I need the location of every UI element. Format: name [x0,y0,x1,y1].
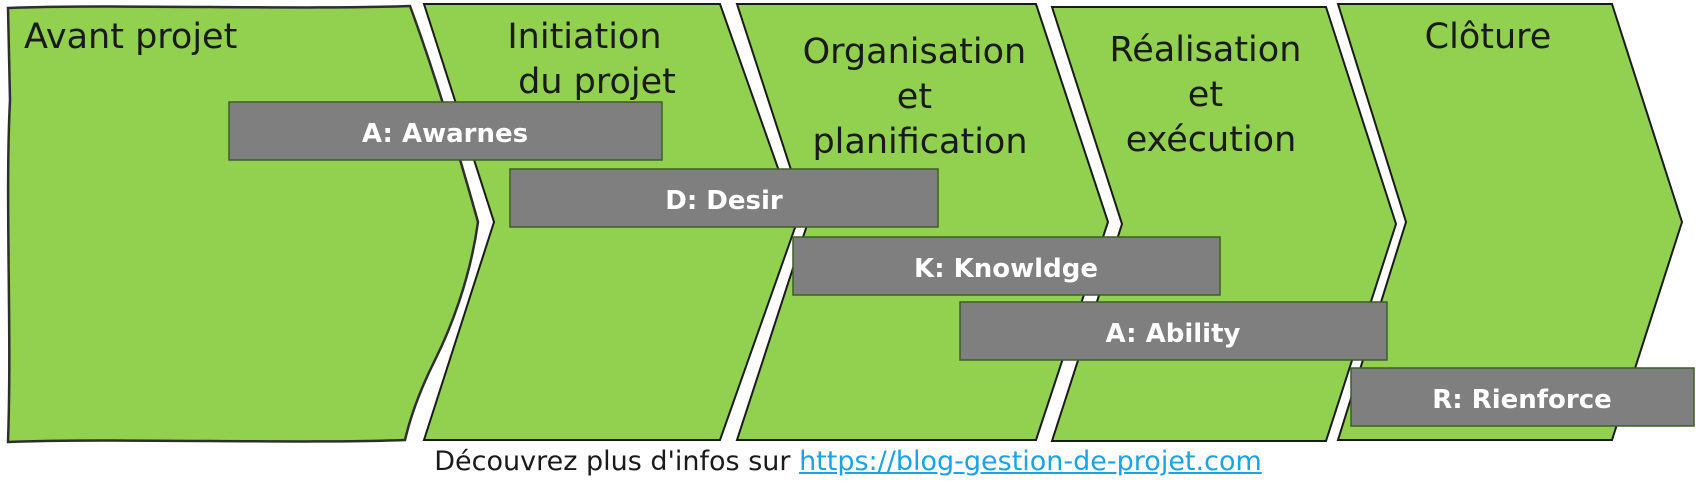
phase-label-organisation: Organisation et planification [803,32,1038,162]
bar-awareness-label: A: Awarnes [362,119,528,149]
bar-reinforcement: R: Rienforce [1350,367,1695,427]
bar-desire: D: Desir [509,168,939,228]
bar-ability: A: Ability [959,301,1388,361]
bar-desire-rect [509,168,939,228]
bar-knowledge-label: K: Knowldge [914,254,1098,284]
phase-label-cloture: Clôture [1425,17,1552,57]
footer-link[interactable]: https://blog-gestion-de-projet.com [799,446,1262,477]
phase-label-initiation: Initiation du projet [507,17,676,102]
footer-text: Découvrez plus d'infos sur [434,446,800,477]
bar-reinforcement-rect [1350,367,1695,427]
bar-desire-label: D: Desir [665,186,783,216]
phase-label-realisation: Réalisation et exécution [1109,30,1312,160]
phase-avant-projet-shape [6,4,480,444]
bar-awareness-rect [228,101,663,161]
phase-label-avant-projet: Avant projet [24,17,237,57]
bar-ability-label: A: Ability [1106,319,1241,349]
bar-reinforcement-label: R: Rienforce [1432,385,1612,415]
bar-ability-rect [959,301,1388,361]
phase-cloture-shape [1336,3,1684,441]
phase-avant-projet [6,4,480,444]
phase-cloture [1336,3,1684,441]
bar-knowledge: K: Knowldge [792,236,1221,296]
bar-knowledge-rect [792,236,1221,296]
footer: Découvrez plus d'infos sur https://blog-… [0,446,1696,477]
bar-awareness: A: Awarnes [228,101,663,161]
